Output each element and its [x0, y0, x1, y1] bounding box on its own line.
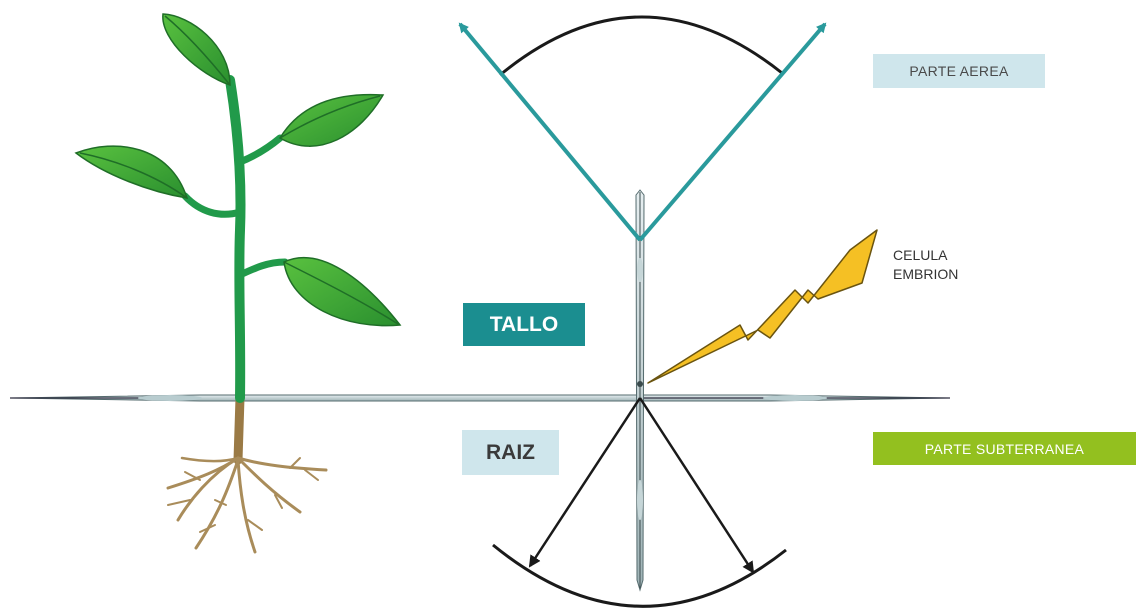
ground-needle-highlight-left [138, 395, 202, 401]
embryo-cell-bolt [648, 230, 877, 383]
subterranean-arrow-right [640, 398, 753, 572]
vertical-axis [636, 190, 644, 590]
label-raiz: RAIZ [462, 430, 559, 475]
leaf-upper-right [280, 95, 383, 147]
label-tallo: TALLO [463, 303, 585, 346]
aerial-arc [500, 17, 782, 75]
leaf-top [163, 14, 230, 85]
plant-illustration [76, 14, 400, 552]
plant-stem [230, 80, 241, 398]
subterranean-arrow-left [530, 398, 640, 566]
ground-line [10, 395, 950, 401]
label-embrion: EMBRION [893, 265, 958, 284]
label-celula-embrion: CELULA EMBRION [893, 246, 958, 284]
leaf-lower-right [284, 258, 400, 326]
label-celula: CELULA [893, 246, 958, 265]
leaf-left [76, 146, 187, 198]
label-parte-subterranea: PARTE SUBTERRANEA [873, 432, 1136, 465]
label-parte-aerea: PARTE AEREA [873, 54, 1045, 88]
aerial-arrow-left [460, 24, 640, 240]
plant-roots [168, 398, 326, 552]
ground-needle-highlight-right [763, 395, 827, 401]
embryo-cell-dot [637, 381, 643, 387]
aerial-arrow-right [640, 24, 825, 240]
